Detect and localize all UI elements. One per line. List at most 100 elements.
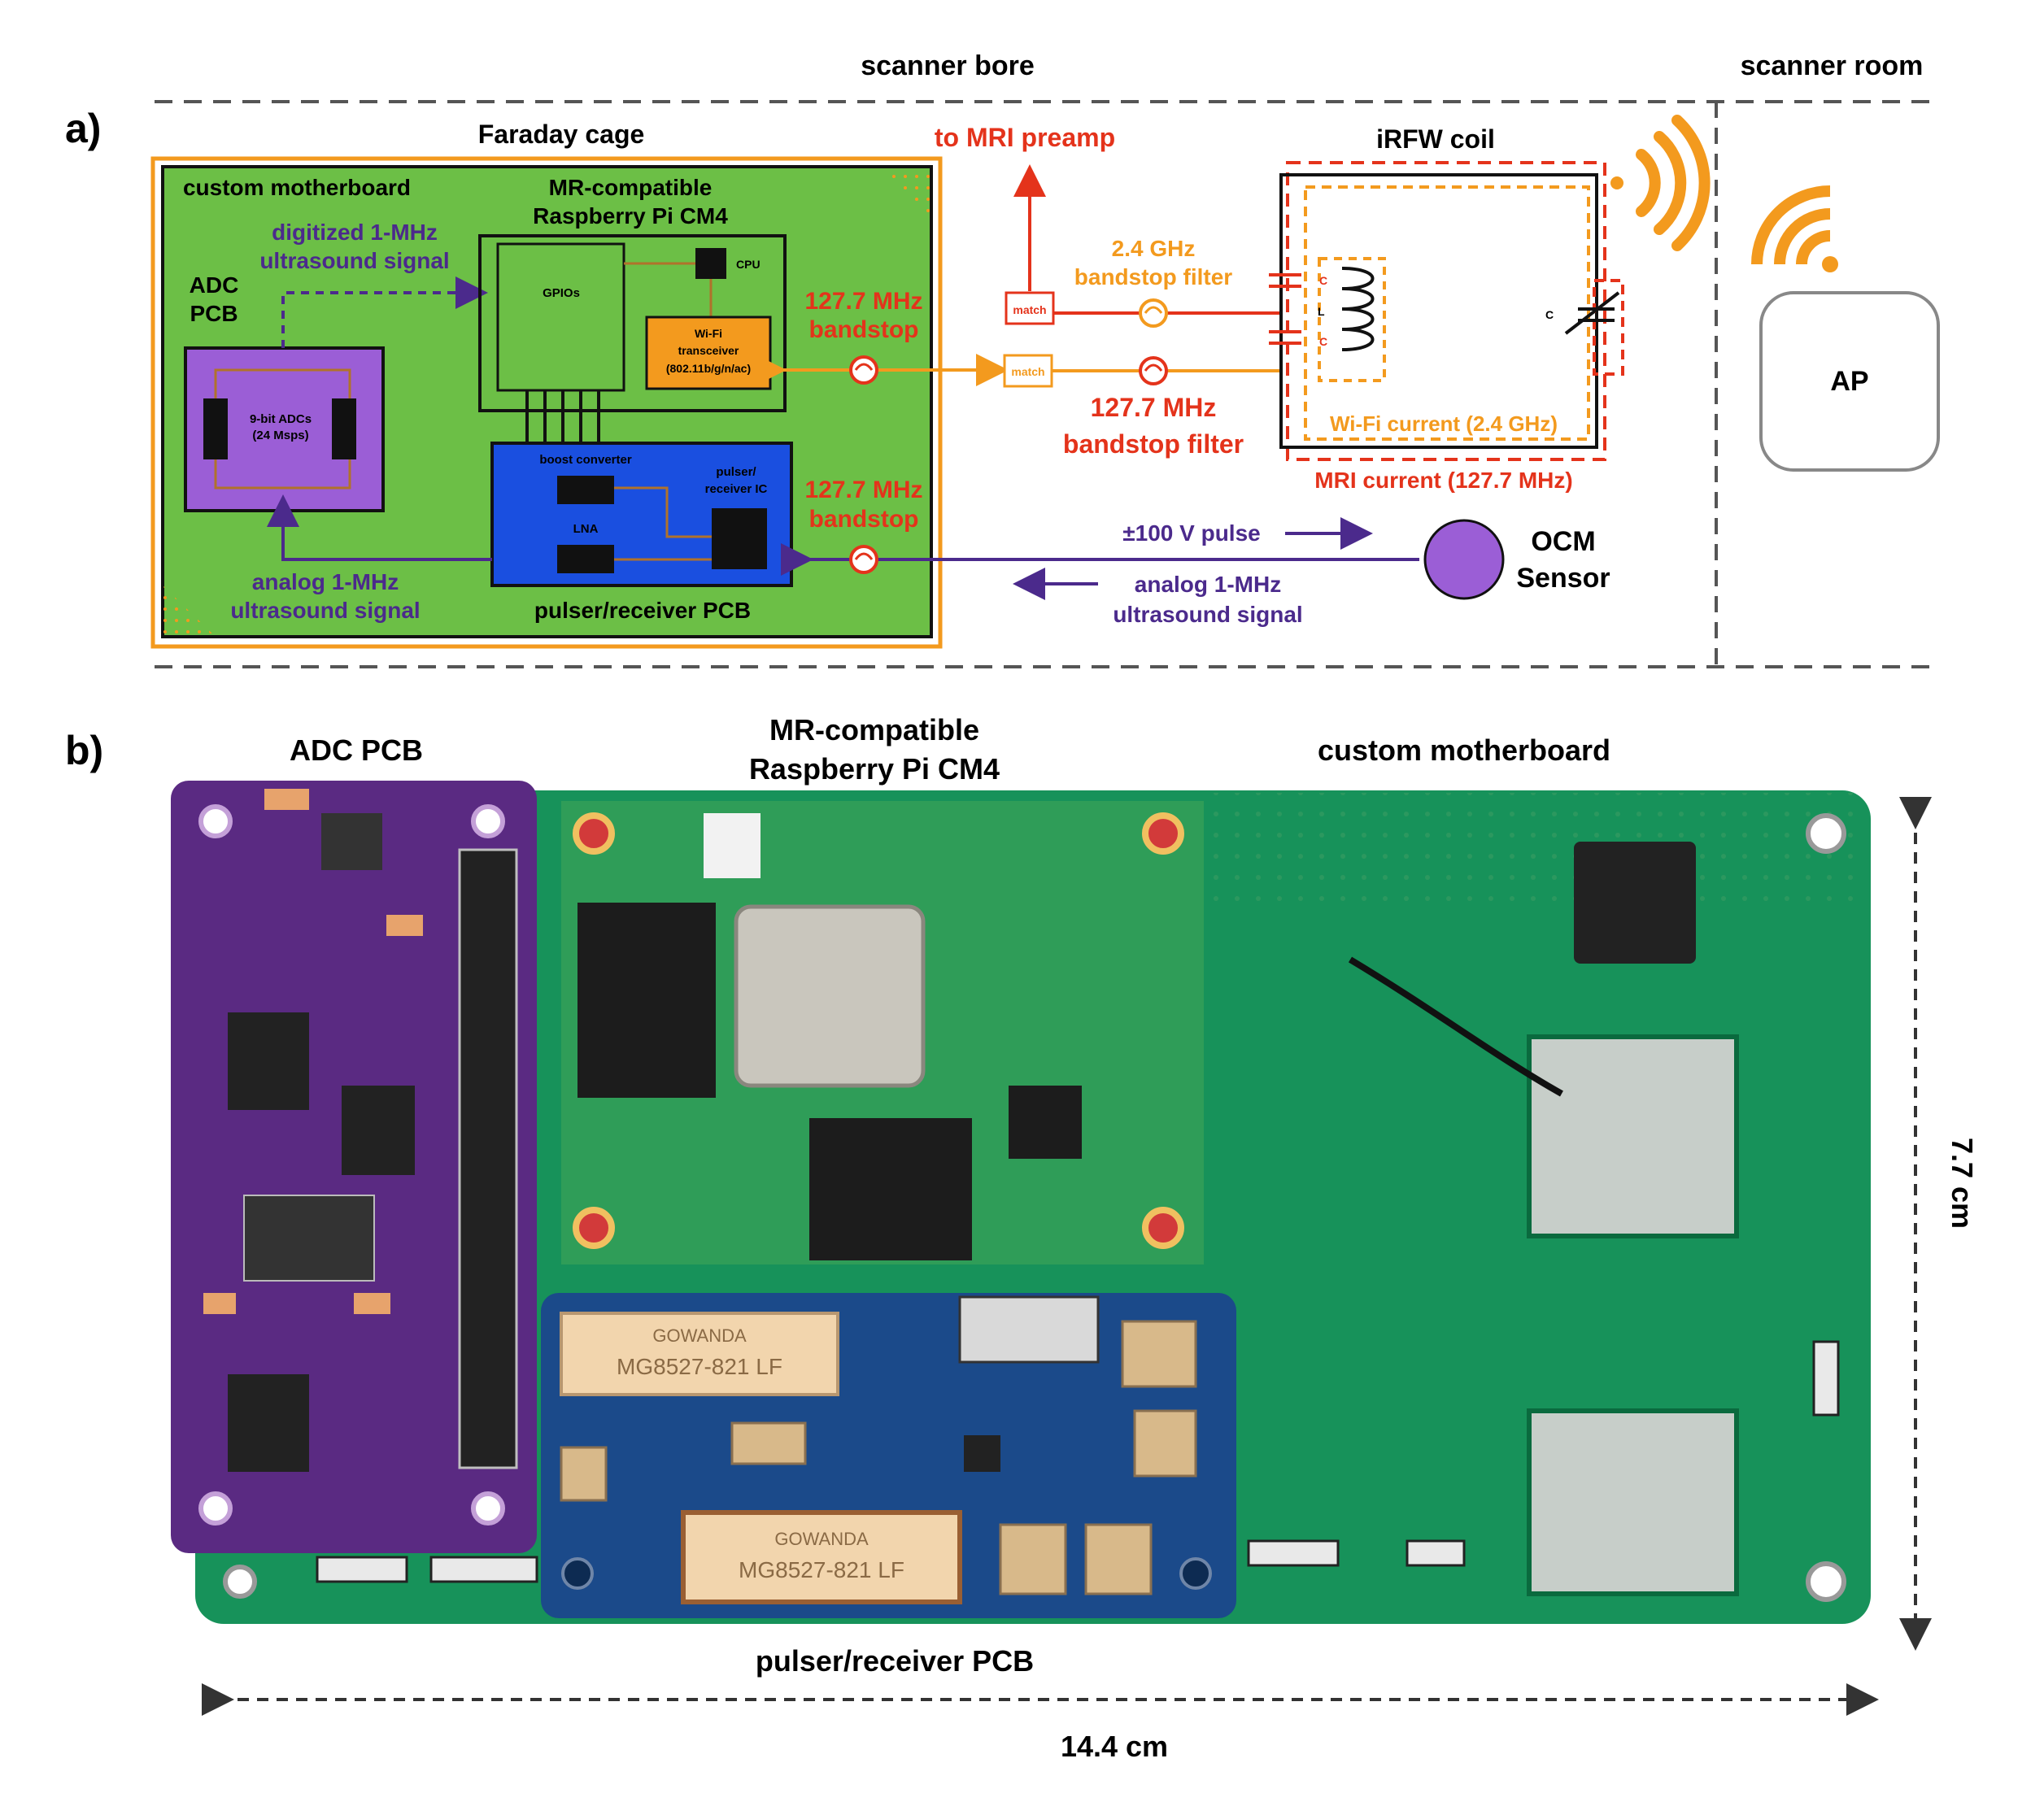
panel-a-label: a) (65, 106, 101, 151)
regulator-chip (1574, 842, 1696, 964)
bandstop-label-2: bandstop (809, 316, 919, 343)
match-box-red (1005, 291, 1055, 325)
mri-current-path (1286, 161, 1606, 461)
adc-jumper-block (243, 1195, 375, 1282)
adc-chip-label-2: (24 Msps) (252, 429, 308, 442)
adc-label-1: ADC (190, 272, 239, 298)
coil-title: iRFW coil (1376, 124, 1495, 154)
cm4-block (478, 234, 787, 412)
boost-label: boost converter (539, 453, 632, 467)
faraday-cage (150, 156, 943, 649)
wifi-current-label: Wi-Fi current (2.4 GHz) (1330, 411, 1558, 436)
gpios-block (496, 242, 625, 392)
wifi-waves-icon (1610, 115, 1711, 251)
wire (1348, 956, 1563, 1097)
access-point (1759, 291, 1940, 472)
bandstop-filter-icon (849, 545, 878, 574)
pulser-ic (964, 1435, 1000, 1472)
ocm-sensor (1423, 519, 1505, 600)
cm4-pins (525, 390, 600, 443)
shield-pad-upper (1527, 1034, 1739, 1238)
digitized-label-1: digitized 1-MHz (272, 220, 438, 245)
bandstop-filter-icon (1139, 356, 1168, 385)
adc-regulator (321, 813, 382, 870)
wifi-transceiver-block (645, 316, 772, 390)
width-label: 14.4 cm (1061, 1730, 1168, 1763)
adc-ic-2 (342, 1086, 415, 1175)
panel-b-label: b) (65, 728, 103, 773)
cm4-emmc (809, 1118, 972, 1260)
wifi-label-1: Wi-Fi (695, 327, 722, 340)
pulser-ic-chip (712, 508, 767, 569)
motherboard-label: custom motherboard (183, 175, 411, 200)
relay-2 (681, 1510, 962, 1604)
mri-current-label: MRI current (127.7 MHz) (1314, 468, 1572, 493)
capacitor-bottom-icon (1269, 330, 1301, 345)
preamp-label: to MRI preamp (935, 123, 1115, 152)
pulser-pcb-label: pulser/receiver PCB (534, 598, 751, 623)
mounting-holes (561, 1557, 1212, 1590)
cap-label-top: C (1319, 274, 1327, 287)
wifi-label-3: (802.11b/g/n/ac) (666, 362, 751, 375)
cm4-title-1: MR-compatible (769, 713, 979, 746)
digitized-label-2: ultrasound signal (259, 248, 449, 273)
panel-a: a) scanner bore scanner room Faraday cag… (65, 50, 1940, 668)
wifi-label-2: transceiver (678, 344, 739, 357)
ghz-bandstop-label-1: 2.4 GHz (1112, 236, 1196, 261)
ap-label: AP (1830, 366, 1868, 397)
adc-ic-1 (228, 1012, 309, 1110)
analog-label-2: ultrasound signal (230, 598, 420, 623)
relay-1-brand: GOWANDA (652, 1325, 747, 1346)
adc-ic-3 (228, 1374, 309, 1472)
bandstop-lower-label-2: bandstop (809, 506, 919, 533)
pulser-caps (560, 1320, 1197, 1595)
relay-2-brand: GOWANDA (774, 1529, 869, 1549)
cm4-soc (734, 904, 926, 1088)
cm4-ram (577, 903, 716, 1098)
ghz-bandstop-label-2: bandstop filter (1074, 264, 1233, 289)
lna-chip (557, 545, 614, 573)
adc-chip-left (203, 398, 228, 459)
cage-corner-bl (163, 585, 216, 637)
shield-pad-lower (1527, 1408, 1739, 1596)
tune-cap-path (1593, 279, 1624, 376)
height-label: 7.7 cm (1946, 1138, 1979, 1229)
ocm-label-2: Sensor (1516, 563, 1610, 594)
digitized-arrow (281, 276, 488, 348)
pulse-label: ±100 V pulse (1122, 520, 1260, 546)
adc-label-2: PCB (190, 301, 238, 326)
mounting-holes (573, 812, 1184, 1249)
mounting-holes (223, 813, 1846, 1602)
scanner-bore-label: scanner bore (861, 50, 1035, 81)
mounting-holes (198, 804, 505, 1526)
bandstop-label-1: 127.7 MHz (804, 288, 922, 315)
bandstop-filter-icon (1139, 298, 1168, 328)
wifi-current-path (1304, 185, 1590, 441)
analog-label-1: analog 1-MHz (252, 569, 399, 594)
adc-smd-parts (203, 789, 423, 1314)
cm4-label-2: Raspberry Pi CM4 (533, 203, 728, 229)
cm4-title-2: Raspberry Pi CM4 (749, 752, 1000, 786)
relay-1 (560, 1312, 839, 1396)
scanner-room-label: scanner room (1741, 50, 1924, 81)
mhz-bandstop-label-1: 127.7 MHz (1091, 393, 1217, 422)
motherboard-title: custom motherboard (1318, 733, 1610, 767)
match-label-red: match (1013, 303, 1046, 316)
cpu-chip (695, 248, 726, 279)
adc-chip-right (332, 398, 356, 459)
adc-chip-label-1: 9-bit ADCs (250, 412, 312, 426)
cm4-label-1: MR-compatible (549, 175, 713, 200)
gpios-label: GPIOs (543, 286, 580, 300)
inductor-path (1318, 257, 1386, 382)
bandstop-lower-label-1: 127.7 MHz (804, 477, 922, 503)
cpu-label: CPU (736, 258, 761, 271)
tunable-capacitor-icon (1564, 291, 1620, 335)
cage-corner-tr (878, 167, 931, 220)
bandstop-filter-icon (849, 355, 878, 385)
faraday-cage-title: Faraday cage (478, 120, 645, 149)
mhz-bandstop-label-2: bandstop filter (1063, 429, 1244, 459)
pulser-pcb-title: pulser/receiver PCB (756, 1644, 1034, 1678)
analog-to-adc-arrow (267, 494, 492, 561)
lna-label: LNA (573, 522, 599, 536)
